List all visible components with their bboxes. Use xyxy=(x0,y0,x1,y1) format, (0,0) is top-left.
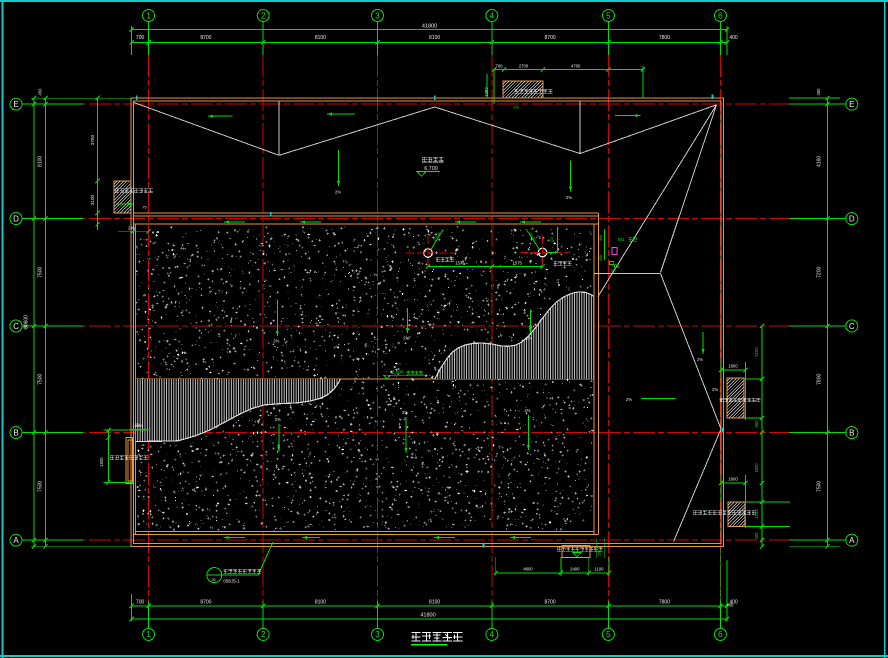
svg-text:150: 150 xyxy=(133,423,141,428)
svg-text:D: D xyxy=(13,214,19,223)
svg-text:DN100: DN100 xyxy=(528,231,537,241)
svg-text:6: 6 xyxy=(718,630,723,639)
svg-text:25: 25 xyxy=(212,578,216,582)
svg-text:4: 4 xyxy=(490,11,495,20)
svg-text:M1: M1 xyxy=(618,237,625,242)
svg-text:1100: 1100 xyxy=(594,566,604,571)
svg-text:240: 240 xyxy=(128,225,136,230)
svg-text:5100: 5100 xyxy=(754,347,759,357)
svg-text:1575: 1575 xyxy=(455,260,465,265)
svg-text:1800: 1800 xyxy=(754,463,759,473)
svg-text:7800: 7800 xyxy=(817,374,823,385)
svg-text:1500: 1500 xyxy=(99,457,104,467)
svg-text:C: C xyxy=(849,322,855,331)
svg-text:2%: 2% xyxy=(402,410,408,415)
svg-text:1250: 1250 xyxy=(484,87,489,97)
svg-text:2%: 2% xyxy=(697,357,703,362)
svg-text:05BJ5-1: 05BJ5-1 xyxy=(223,579,240,584)
svg-text:4800: 4800 xyxy=(523,566,533,571)
svg-text:2%: 2% xyxy=(626,397,632,402)
svg-text:7500: 7500 xyxy=(38,374,44,385)
svg-text:700: 700 xyxy=(550,237,554,243)
svg-text:8700: 8700 xyxy=(545,600,556,606)
svg-text:2: 2 xyxy=(261,630,266,639)
svg-text:1800: 1800 xyxy=(728,477,738,482)
svg-text:7800: 7800 xyxy=(659,600,670,606)
svg-text:5: 5 xyxy=(606,630,611,639)
svg-text:6.700: 6.700 xyxy=(424,166,438,172)
svg-text:2%: 2% xyxy=(275,417,281,422)
svg-text:8100: 8100 xyxy=(315,35,326,41)
svg-text:7500: 7500 xyxy=(38,481,44,492)
svg-text:1260: 1260 xyxy=(754,509,759,519)
svg-text:3750: 3750 xyxy=(90,134,95,145)
svg-text:30600: 30600 xyxy=(24,315,30,329)
svg-text:C: C xyxy=(13,322,19,331)
svg-text:8700: 8700 xyxy=(200,35,211,41)
svg-text:400: 400 xyxy=(729,35,738,41)
svg-text:150: 150 xyxy=(598,550,602,556)
svg-text:8100: 8100 xyxy=(429,600,440,606)
svg-text:400: 400 xyxy=(754,532,759,540)
svg-text:2%: 2% xyxy=(566,195,572,200)
svg-text:4160: 4160 xyxy=(817,156,823,167)
svg-text:7500: 7500 xyxy=(38,267,44,278)
svg-text:E: E xyxy=(13,100,18,109)
svg-text:7500: 7500 xyxy=(817,481,823,492)
svg-text:1%: 1% xyxy=(513,105,519,110)
svg-text:1800: 1800 xyxy=(728,364,738,369)
svg-text:450: 450 xyxy=(38,88,43,96)
svg-text:2400: 2400 xyxy=(570,566,580,571)
svg-text:A: A xyxy=(849,536,855,545)
svg-text:D: D xyxy=(849,214,855,223)
svg-text:4700: 4700 xyxy=(571,63,581,68)
svg-text:B: B xyxy=(849,428,854,437)
svg-text:400: 400 xyxy=(726,603,734,608)
svg-text:1500: 1500 xyxy=(135,424,143,428)
svg-text:2: 2 xyxy=(261,11,266,20)
svg-text:8100: 8100 xyxy=(315,600,326,606)
svg-text:2%: 2% xyxy=(712,387,718,392)
svg-text:7800: 7800 xyxy=(659,35,670,41)
svg-text:B: B xyxy=(13,428,18,437)
svg-text:75: 75 xyxy=(142,206,146,210)
svg-text:960: 960 xyxy=(754,420,759,428)
svg-text:8100: 8100 xyxy=(38,156,44,167)
svg-text:8100: 8100 xyxy=(429,35,440,41)
svg-text:8700: 8700 xyxy=(200,600,211,606)
svg-text:DN100: DN100 xyxy=(432,231,441,241)
svg-text:2%: 2% xyxy=(403,336,409,341)
svg-text:300: 300 xyxy=(611,269,617,273)
svg-text:6.600: 6.600 xyxy=(392,370,404,375)
svg-text:300: 300 xyxy=(599,235,603,241)
svg-text:A: A xyxy=(13,536,19,545)
svg-text:700: 700 xyxy=(136,600,145,606)
svg-text:1: 1 xyxy=(146,630,151,639)
svg-text:2%: 2% xyxy=(524,408,530,413)
svg-text:1575: 1575 xyxy=(513,260,523,265)
svg-text:400: 400 xyxy=(729,600,738,606)
svg-text:700: 700 xyxy=(496,63,504,68)
svg-text:6: 6 xyxy=(718,11,723,20)
svg-text:41800: 41800 xyxy=(420,613,435,619)
svg-text:2%: 2% xyxy=(273,339,279,344)
svg-text:450: 450 xyxy=(816,88,821,96)
svg-text:700: 700 xyxy=(136,35,145,41)
svg-text:5: 5 xyxy=(606,11,611,20)
svg-text:E: E xyxy=(849,100,854,109)
svg-text:2700: 2700 xyxy=(519,63,529,68)
svg-text:3100: 3100 xyxy=(90,194,95,205)
svg-text:41800: 41800 xyxy=(422,24,437,30)
svg-text:H2: H2 xyxy=(22,324,27,330)
svg-text:2%: 2% xyxy=(526,336,532,341)
svg-text:8700: 8700 xyxy=(545,35,556,41)
svg-text:4: 4 xyxy=(490,630,495,639)
svg-text:7200: 7200 xyxy=(817,267,823,278)
svg-text:3: 3 xyxy=(375,11,380,20)
svg-text:3: 3 xyxy=(375,630,380,639)
svg-text:1: 1 xyxy=(146,11,151,20)
svg-text:450: 450 xyxy=(599,255,603,261)
svg-text:2%: 2% xyxy=(335,190,341,195)
